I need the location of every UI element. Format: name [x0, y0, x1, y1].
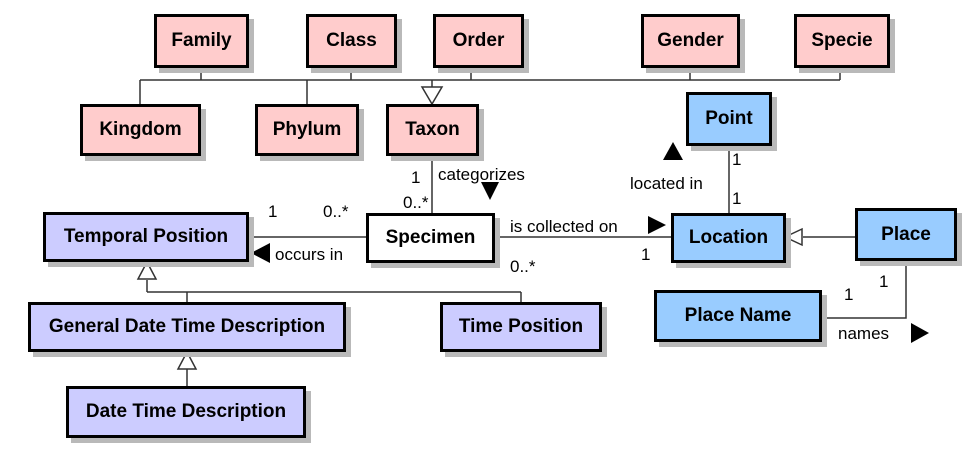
- taxon-generalization-icon: [420, 86, 444, 106]
- names-mult-place-name: 1: [844, 285, 854, 304]
- class-phylum[interactable]: Phylum: [255, 104, 359, 156]
- names-label: names: [838, 324, 890, 343]
- general-date-generalization-icon: [176, 350, 198, 370]
- class-place[interactable]: Place: [855, 208, 957, 261]
- occurs-in-label: occurs in: [275, 245, 344, 264]
- names-mult-place: 1: [879, 272, 889, 291]
- categorizes-mult-specimen: 0..*: [403, 193, 429, 212]
- class-place-name[interactable]: Place Name: [654, 290, 822, 342]
- class-date-time-description[interactable]: Date Time Description: [66, 386, 306, 438]
- is-collected-on-mult-location: 1: [641, 245, 651, 264]
- names-line: [822, 261, 907, 319]
- class-general-date-time-description[interactable]: General Date Time Description: [28, 302, 346, 352]
- class-time-position[interactable]: Time Position: [440, 302, 602, 352]
- categorizes-label: categorizes: [438, 165, 525, 184]
- located-in-mult-point: 1: [732, 150, 742, 169]
- is-collected-on-direction-icon: [648, 216, 666, 234]
- categorizes-direction-icon: [481, 182, 499, 200]
- occurs-in-direction-icon: [251, 243, 270, 263]
- class-class[interactable]: Class: [306, 14, 397, 68]
- located-in-direction-icon: [663, 142, 683, 160]
- categorizes-mult-taxon: 1: [411, 168, 421, 187]
- class-gender[interactable]: Gender: [641, 14, 740, 68]
- occurs-in-mult-temporal: 1: [268, 202, 278, 221]
- class-order[interactable]: Order: [433, 14, 524, 68]
- class-kingdom[interactable]: Kingdom: [80, 104, 201, 156]
- located-in-mult-location: 1: [732, 189, 742, 208]
- class-specimen[interactable]: Specimen: [366, 213, 495, 263]
- class-location[interactable]: Location: [671, 213, 786, 263]
- occurs-in-mult-specimen: 0..*: [323, 202, 349, 221]
- class-point[interactable]: Point: [686, 92, 772, 146]
- names-direction-icon: [911, 323, 929, 343]
- class-taxon[interactable]: Taxon: [386, 104, 479, 156]
- class-temporal-position[interactable]: Temporal Position: [43, 212, 249, 262]
- class-family[interactable]: Family: [154, 14, 249, 68]
- is-collected-on-label: is collected on: [510, 217, 618, 236]
- located-in-label: located in: [630, 174, 703, 193]
- location-generalization-icon: [783, 227, 803, 247]
- class-specie[interactable]: Specie: [794, 14, 890, 68]
- is-collected-on-mult-specimen: 0..*: [510, 257, 536, 276]
- temporal-generalization-icon: [136, 260, 158, 280]
